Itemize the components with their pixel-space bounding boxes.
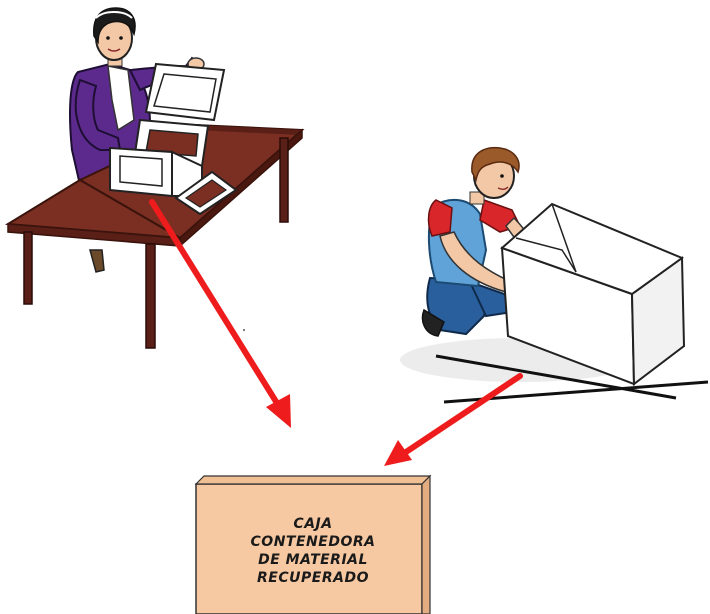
woman-at-table-illustration: [8, 8, 302, 348]
man-with-box-illustration: [400, 148, 708, 402]
container-label-line-4: RECUPERADO: [257, 570, 369, 586]
arrow-from-man-to-box: [384, 376, 520, 466]
container-label-line-1: CAJA: [293, 516, 332, 532]
container-label-line-2: CONTENEDORA: [251, 534, 376, 550]
container-label-line-3: DE MATERIAL: [258, 552, 368, 568]
arrow-from-table-to-box: [152, 202, 291, 428]
container-box: CAJA CONTENEDORA DE MATERIAL RECUPERADO: [196, 476, 430, 614]
